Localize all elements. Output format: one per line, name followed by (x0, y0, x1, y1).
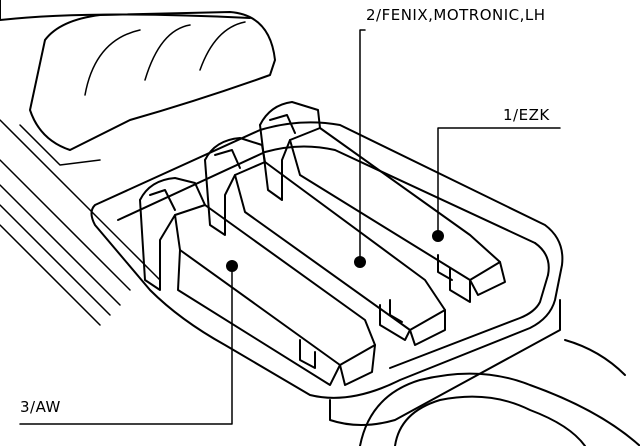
leader-lines (19, 29, 561, 425)
left-shading-lines (0, 119, 161, 326)
module-1-ezk (259, 101, 506, 303)
label-module-3: 3/AW (20, 398, 61, 416)
engine-cover (0, 0, 276, 166)
module-3-aw (139, 177, 376, 386)
leader-module-3 (19, 265, 233, 425)
leader-module-1 (437, 127, 561, 237)
housing (90, 121, 564, 426)
pulley (359, 339, 640, 446)
label-module-1: 1/EZK (503, 106, 550, 124)
module-markers (226, 230, 444, 272)
leader-module-2 (359, 29, 366, 263)
label-module-2: 2/FENIX,MOTRONIC,LH (366, 6, 546, 24)
